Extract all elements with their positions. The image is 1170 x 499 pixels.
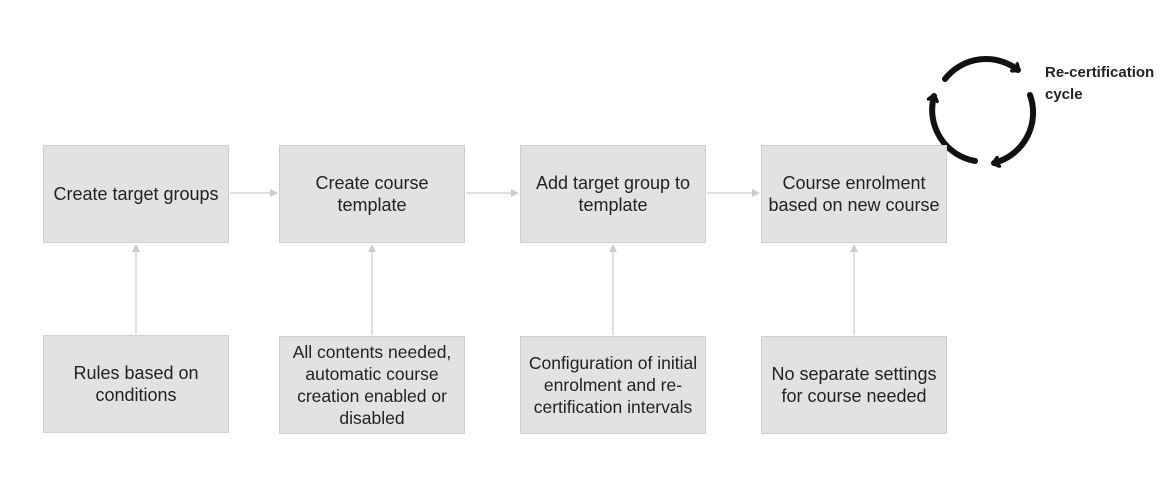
cycle-arrows-icon [932,55,1037,163]
step-course-enrolment: Course enrolment based on new course [761,145,947,243]
step-create-target-groups: Create target groups [43,145,229,243]
detail-configuration-intervals: Configuration of initial enrolment and r… [520,336,706,434]
detail-rules-based-on-conditions: Rules based on conditions [43,335,229,433]
re-certification-cycle-label: Re-certification cycle [1045,64,1155,103]
detail-all-contents-needed: All contents needed, automatic course cr… [279,336,465,434]
detail-no-separate-settings: No separate settings for course needed [761,336,947,434]
step-create-course-template: Create course template [279,145,465,243]
step-add-target-group-to-template: Add target group to template [520,145,706,243]
